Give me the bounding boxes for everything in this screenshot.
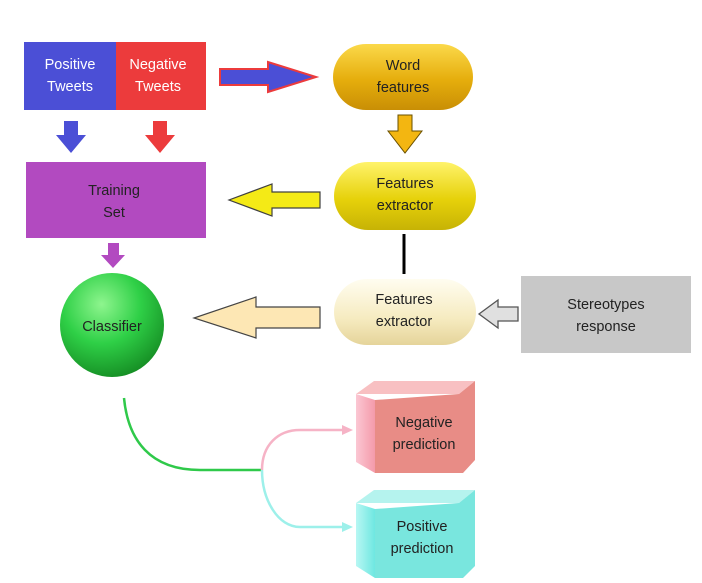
negative-prediction-line1: Negative	[395, 415, 452, 431]
training-set-box: Training Set	[26, 162, 206, 238]
stereotypes-line1: Stereotypes	[567, 297, 644, 313]
classifier-node: Classifier	[60, 273, 164, 377]
word-features-node: Word features	[333, 44, 473, 110]
arrow-extractor-to-training	[227, 183, 321, 217]
positive-tweets-line1: Positive	[45, 57, 96, 73]
classifier-label: Classifier	[82, 319, 142, 335]
features-extractor-2-line2: extractor	[376, 314, 433, 330]
arrow-training-to-classifier	[101, 243, 125, 268]
classifier-output-curve	[122, 397, 262, 472]
word-features-line1: Word	[386, 58, 420, 74]
arrow-extractor2-to-classifier	[192, 296, 321, 339]
arrow-positive-down	[56, 121, 86, 153]
stereotypes-line2: response	[576, 319, 636, 335]
negative-prediction-box: Negative prediction	[356, 381, 475, 473]
training-set-line1: Training	[88, 183, 140, 199]
training-set-line2: Set	[103, 205, 125, 221]
arrow-negative-down	[145, 121, 175, 153]
features-extractor-1-line1: Features	[376, 176, 433, 192]
arrow-tweets-to-word-features	[219, 60, 320, 94]
negative-prediction-line2: prediction	[393, 437, 456, 453]
negative-tweets-line1: Negative	[129, 57, 186, 73]
stereotypes-response-box: Stereotypes response	[521, 276, 691, 353]
branch-positive-arrowhead	[342, 522, 353, 532]
word-features-line2: features	[377, 80, 429, 96]
negative-tweets-line2: Tweets	[135, 79, 181, 95]
arrow-word-to-extractor	[386, 114, 424, 154]
positive-tweets-line2: Tweets	[47, 79, 93, 95]
arrow-stereotypes-to-extractor	[477, 298, 519, 330]
features-extractor-node-1: Features extractor	[334, 162, 476, 230]
positive-prediction-box: Positive prediction	[356, 490, 475, 578]
features-extractor-2-line1: Features	[375, 292, 432, 308]
positive-prediction-line1: Positive	[397, 519, 448, 535]
branch-to-negative	[260, 428, 343, 471]
features-extractor-1-line2: extractor	[377, 198, 434, 214]
positive-prediction-line2: prediction	[391, 541, 454, 557]
positive-tweets-box: Positive Tweets	[24, 42, 116, 110]
features-extractor-node-2: Features extractor	[334, 279, 476, 345]
branch-to-positive	[260, 469, 343, 529]
negative-tweets-box: Negative Tweets	[116, 42, 206, 110]
branch-negative-arrowhead	[342, 425, 353, 435]
